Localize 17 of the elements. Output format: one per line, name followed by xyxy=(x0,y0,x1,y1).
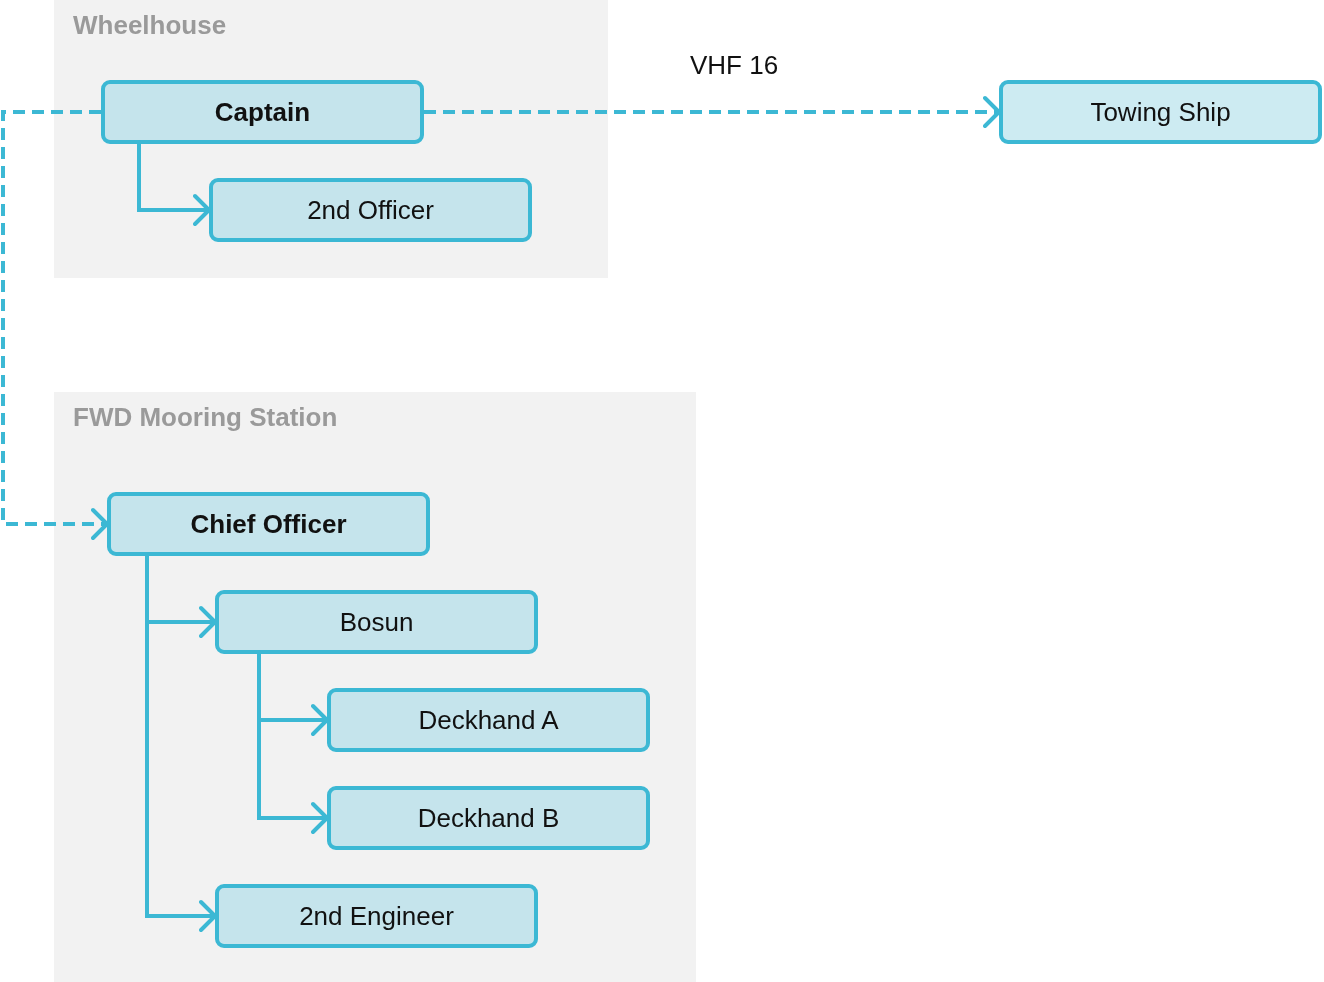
role-box: Towing Ship xyxy=(999,80,1322,144)
role-box: 2nd Officer xyxy=(209,178,532,242)
role-box: 2nd Engineer xyxy=(215,884,538,948)
role-box: Deckhand B xyxy=(327,786,650,850)
zone-title: FWD Mooring Station xyxy=(73,402,338,433)
arrow xyxy=(137,144,211,226)
arrow xyxy=(145,556,217,932)
zone-background xyxy=(54,0,608,278)
role-box: Deckhand A xyxy=(327,688,650,752)
role-box: Chief Officer xyxy=(107,492,430,556)
zone-background xyxy=(54,392,696,982)
zone-title: Wheelhouse xyxy=(73,10,227,41)
arrow xyxy=(424,96,1001,128)
role-box: Captain xyxy=(101,80,424,144)
role-box: Bosun xyxy=(215,590,538,654)
arrow xyxy=(1,110,109,540)
arrow xyxy=(257,654,329,834)
